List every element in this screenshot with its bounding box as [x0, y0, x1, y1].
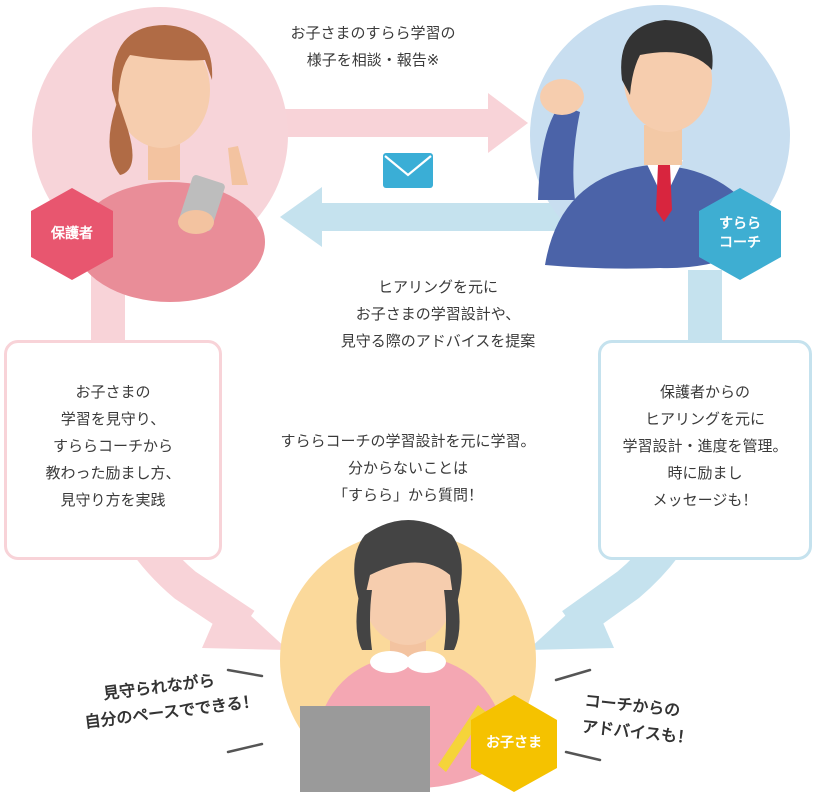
top-message: お子さまのすらら学習の 様子を相談・報告※ — [258, 20, 488, 74]
coach-role-label: すらら コーチ — [700, 215, 780, 253]
coach-box-line: 保護者からの — [659, 383, 750, 401]
top-message-line: 様子を相談・報告※ — [306, 51, 440, 69]
coach-role-hexagon — [699, 188, 781, 280]
child-role-text: お子さま — [486, 735, 542, 751]
parent-illustration — [32, 7, 288, 302]
parent-box-line: 学習を見守り、 — [60, 410, 166, 428]
middle-message-line: 見守る際のアドバイスを提案 — [340, 332, 536, 350]
child-role-hexagon — [471, 695, 557, 792]
middle-message: ヒアリングを元に お子さまの学習設計や、 見守る際のアドバイスを提案 — [318, 274, 558, 355]
parent-role-hexagon — [31, 188, 113, 280]
coach-to-parent-arrow — [280, 187, 580, 247]
envelope-icon — [383, 153, 433, 188]
parent-role-box: お子さまの 学習を見守り、 すららコーチから 教わった励まし方、 見守り方を実践 — [4, 340, 222, 560]
parent-box-line: 教わった励まし方、 — [45, 464, 181, 482]
parent-box-line: すららコーチから — [52, 437, 173, 455]
middle-message-line: ヒアリングを元に — [377, 278, 498, 296]
child-role-label: お子さま — [472, 734, 556, 753]
parent-role-text: 保護者 — [51, 226, 93, 242]
middle-message-line: お子さまの学習設計や、 — [355, 305, 521, 323]
center-message-line: 「すらら」から質問！ — [332, 486, 483, 504]
center-message-line: すららコーチの学習設計を元に学習。 — [280, 432, 536, 450]
callout-emphasis-lines — [226, 668, 602, 762]
coach-role-text: コーチ — [719, 235, 761, 251]
coach-box-line: 時に励まし — [667, 464, 743, 482]
coach-box-line: ヒアリングを元に — [644, 410, 765, 428]
coach-role-text: すらら — [719, 216, 761, 232]
coach-box-line: メッセージも！ — [652, 491, 758, 509]
parent-box-line: 見守り方を実践 — [60, 491, 166, 509]
parent-role-label: 保護者 — [32, 225, 112, 244]
coach-role-box: 保護者からの ヒアリングを元に 学習設計・進度を管理。 時に励まし メッセージも… — [598, 340, 812, 560]
center-message: すららコーチの学習設計を元に学習。 分からないことは 「すらら」から質問！ — [268, 428, 548, 509]
coach-box-line: 学習設計・進度を管理。 — [622, 437, 788, 455]
center-message-line: 分からないことは — [347, 459, 468, 477]
parent-box-line: お子さまの — [75, 383, 151, 401]
top-message-line: お子さまのすらら学習の — [290, 24, 456, 42]
